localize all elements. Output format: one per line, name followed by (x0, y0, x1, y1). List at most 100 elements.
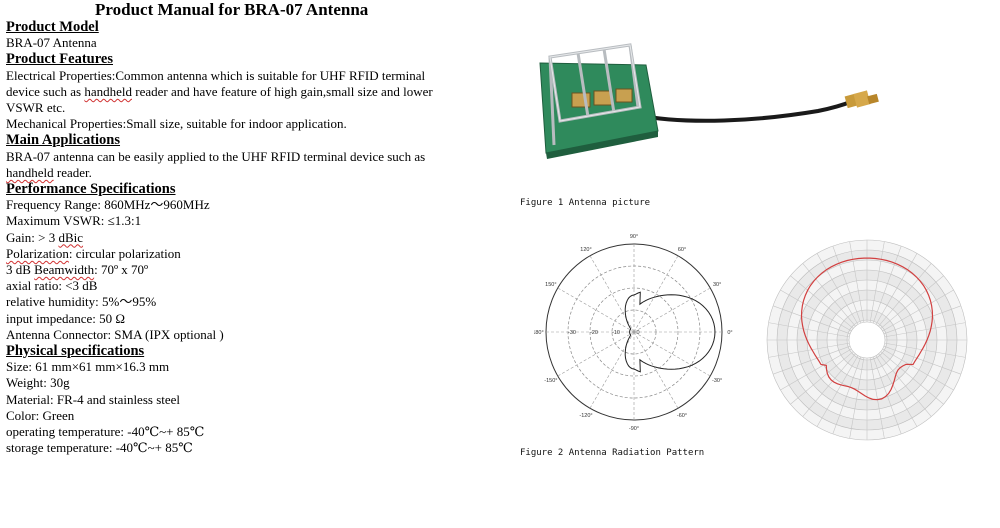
text-span: : circular polarization (68, 245, 181, 261)
spec-frequency: Frequency Range: 860MHz～960MHz (6, 197, 210, 213)
radiation-lobe-curve (624, 291, 716, 373)
spec-humidity: relative humidity: 5%～95% (6, 294, 157, 310)
spec-axial-ratio: axial ratio: <3 dB (6, 278, 98, 294)
text-span: reader. (53, 164, 92, 180)
polar-grid: 90° 60° 30° 0° -30° -60° -90° -120° -150° 180° 150… (534, 234, 733, 432)
pattern-spoke (878, 263, 932, 327)
text-span: Gain: > 3 (6, 229, 59, 245)
polar-radius-label: -20 (590, 330, 598, 336)
polar-spoke (557, 331, 635, 377)
polar-angle-label: -30° (712, 378, 722, 384)
pattern-spoke (849, 241, 865, 323)
pattern-spoke (802, 263, 856, 327)
text-span: : 70º x 70º (94, 262, 149, 278)
pattern-spoke (790, 275, 854, 329)
spec-polarization: Polarization: circular polarization (6, 246, 476, 262)
polar-angle-label: -120° (579, 413, 592, 419)
polar-angle-label: 30° (713, 282, 721, 288)
pattern-spoke (872, 245, 902, 324)
mechanical-line: Mechanical Properties:Small size, suitab… (6, 116, 347, 132)
antenna-photo (539, 43, 879, 159)
chip-component (593, 90, 613, 106)
spellcheck-word: handheld (84, 83, 132, 99)
pcb-edge (546, 131, 658, 159)
polar-ring (589, 287, 679, 377)
pattern-spoke (832, 245, 862, 324)
spec-connector: Antenna Connector: SMA (IPX optional ) (6, 326, 224, 342)
spec-impedance: input impedance: 50 Ω (6, 310, 126, 326)
spec-text-column: Product Model BRA-07 Antenna Product Fea… (6, 19, 476, 456)
text-span: reader and have feature of high gain,sma… (132, 83, 433, 99)
pattern-spoke (880, 275, 944, 329)
chip-component (615, 88, 633, 103)
polar-radius-label: -30 (568, 330, 576, 336)
heading-product-features: Product Features (6, 51, 113, 68)
spec-vswr: Maximum VSWR: ≤1.3:1 (6, 213, 142, 229)
pattern-spoke (832, 356, 862, 435)
pattern-spoke (772, 305, 851, 335)
electrical-line-1: Electrical Properties:Common antenna whi… (6, 67, 426, 83)
polar-angle-label: 150° (545, 282, 556, 288)
pattern-spoke (790, 351, 854, 405)
spec-size: Size: 61 mm×61 mm×16.3 mm (6, 359, 170, 375)
pattern-spoke (772, 345, 851, 375)
figure-1-caption: Figure 1 Antenna picture (520, 198, 651, 208)
spellcheck-word: handheld (6, 164, 54, 180)
polar-angle-label: 60° (678, 247, 686, 253)
spellcheck-word: dBic (58, 229, 84, 245)
text-span: VSWR (6, 100, 44, 116)
pattern-spoke (768, 342, 850, 358)
pattern-spoke (816, 253, 859, 325)
polar-radiation-chart: 90° 60° 30° 0° -30° -60° -90° -120° -150° 180° 150… (534, 234, 733, 432)
sma-connector (844, 90, 879, 109)
heading-performance-specifications: Performance Specifications (6, 181, 176, 198)
figure-2-caption: Figure 2 Antenna Radiation Pattern (520, 448, 705, 458)
pattern-grid (766, 239, 968, 441)
pattern-spoke (869, 241, 885, 323)
document-title: Product Manual for BRA-07 Antenna (95, 0, 369, 19)
pattern-spoke (875, 253, 918, 325)
spec-operating-temperature: operating temperature: -40℃~+ 85℃ (6, 424, 205, 440)
polar-angle-label: 120° (580, 247, 591, 253)
pattern-spoke (878, 353, 932, 417)
pattern-spoke (849, 357, 865, 439)
application-line-2: handheld reader. (6, 165, 476, 181)
spec-storage-temperature: storage temperature: -40℃~+ 85℃ (6, 440, 193, 456)
spec-weight: Weight: 30g (6, 375, 70, 391)
heading-main-applications: Main Applications (6, 132, 121, 149)
pattern-spoke (883, 305, 962, 335)
polar-radius-label: 0 (636, 330, 639, 336)
polar-spoke (589, 255, 635, 333)
spellcheck-word: Polarization (6, 245, 69, 261)
text-span: 3 dB (6, 262, 35, 278)
polar-angle-label: -60° (677, 413, 687, 419)
spec-beamwidth: 3 dB Beamwidth: 70º x 70º (6, 262, 476, 278)
pattern-spoke (780, 289, 852, 332)
pattern-center (848, 321, 886, 359)
pattern-spoke (875, 355, 918, 427)
pattern-spoke (882, 348, 954, 391)
polar-angle-label: -90° (629, 426, 639, 432)
polar-angle-label: -150° (544, 378, 557, 384)
pattern-spoke (884, 322, 966, 338)
spellcheck-word: Beamwidth (34, 262, 95, 278)
radiation-pattern-red-curve (800, 257, 934, 401)
application-line-1: BRA-07 antenna can be easily applied to … (6, 148, 426, 164)
polar-angle-label: 0° (727, 330, 732, 336)
spec-gain: Gain: > 3 dBic (6, 230, 476, 246)
text-span: device such as (6, 83, 85, 99)
polar-angle-label: 90° (630, 234, 638, 240)
heading-product-model: Product Model (6, 19, 99, 35)
model-value: BRA-07 Antenna (6, 35, 97, 51)
radiation-pattern-plot (766, 239, 968, 441)
heading-physical-specifications: Physical specifications (6, 343, 145, 360)
pattern-spoke (816, 355, 859, 427)
polar-angle-label: 180° (534, 330, 544, 336)
pattern-spoke (880, 351, 944, 405)
electrical-line-3: VSWR etc. (6, 100, 476, 116)
antenna-cable (634, 99, 855, 123)
text-span: etc. (43, 100, 66, 116)
pattern-spoke (780, 348, 852, 391)
polar-radius-label: -10 (612, 330, 620, 336)
pattern-spoke (869, 357, 885, 439)
